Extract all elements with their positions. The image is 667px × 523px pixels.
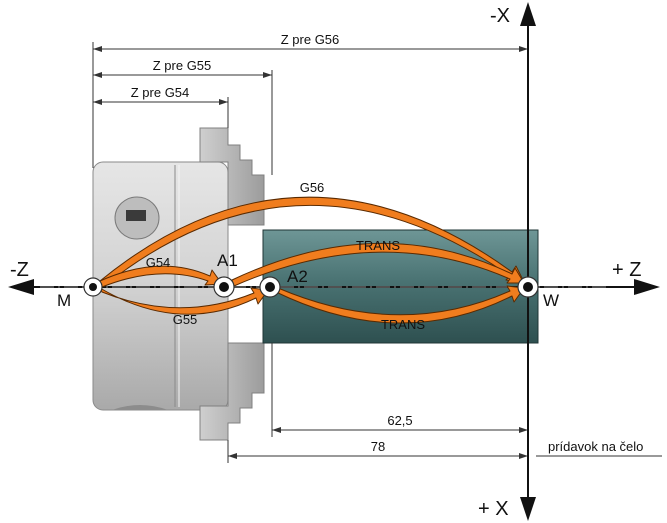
offset-arrows bbox=[99, 196, 525, 324]
arrow-label-g56: G56 bbox=[300, 180, 325, 195]
reference-points: M A1 A2 W bbox=[57, 251, 559, 310]
point-M-marker bbox=[83, 277, 103, 297]
point-A1-label: A1 bbox=[217, 251, 238, 270]
dim-label-g56: Z pre G56 bbox=[281, 32, 340, 47]
x-neg-arrowhead bbox=[520, 2, 536, 26]
z-neg-arrowhead bbox=[8, 279, 34, 295]
dim-label-62-5: 62,5 bbox=[387, 413, 412, 428]
arrow-label-trans-top: TRANS bbox=[356, 238, 400, 253]
point-A1-marker bbox=[213, 276, 235, 298]
chuck-bottom-hole bbox=[112, 405, 168, 410]
dim-label-78: 78 bbox=[371, 439, 385, 454]
jaw-lower bbox=[199, 342, 265, 441]
face-allowance-label: prídavok na čelo bbox=[548, 439, 643, 454]
bottom-dimensions: 62,5 78 prídavok na čelo bbox=[227, 343, 662, 463]
arrow-trans-bottom bbox=[275, 285, 525, 324]
arrow-label-trans-bottom: TRANS bbox=[381, 317, 425, 332]
z-pos-label: + Z bbox=[612, 259, 641, 281]
point-A2-label: A2 bbox=[287, 267, 308, 286]
z-neg-label: -Z bbox=[10, 259, 29, 281]
chuck-key-square bbox=[126, 210, 146, 221]
jaw-upper bbox=[199, 127, 265, 226]
x-axis: -X + X bbox=[478, 2, 536, 521]
top-dimensions: Z pre G56 Z pre G55 Z pre G54 bbox=[92, 32, 528, 175]
dim-label-g55: Z pre G55 bbox=[153, 58, 212, 73]
arrow-label-g55: G55 bbox=[173, 312, 198, 327]
x-pos-arrowhead bbox=[520, 497, 536, 521]
z-pos-arrowhead bbox=[634, 279, 660, 295]
x-pos-label: + X bbox=[478, 498, 509, 520]
point-W-label: W bbox=[543, 291, 559, 310]
dim-label-g54: Z pre G54 bbox=[131, 85, 190, 100]
point-A2-marker bbox=[259, 276, 281, 298]
arrow-labels: G56 TRANS G54 G55 TRANS bbox=[146, 180, 426, 332]
x-neg-label: -X bbox=[490, 5, 510, 27]
arrow-g54 bbox=[99, 265, 223, 288]
point-M-label: M bbox=[57, 291, 71, 310]
arrow-label-g54: G54 bbox=[146, 255, 171, 270]
arrow-trans-top bbox=[231, 243, 525, 287]
point-W-marker bbox=[517, 276, 539, 298]
